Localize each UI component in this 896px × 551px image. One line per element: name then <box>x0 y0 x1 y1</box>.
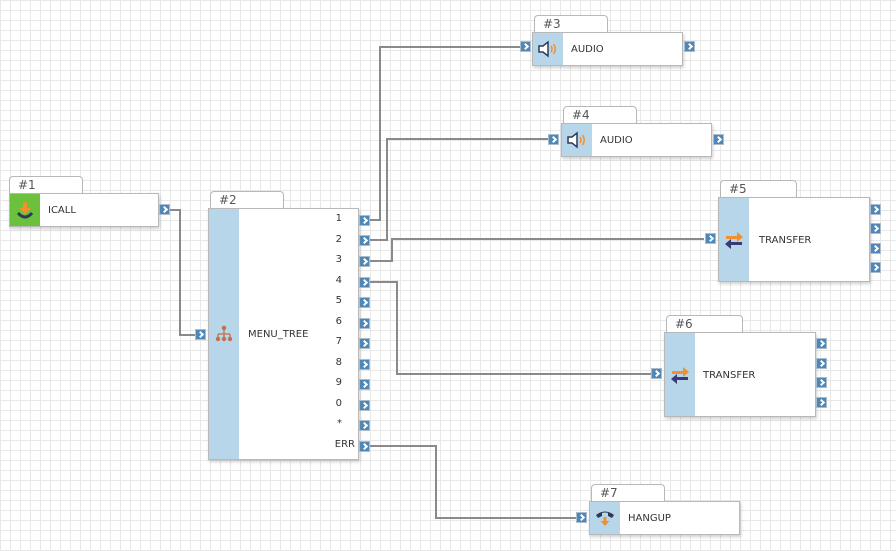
output-port-1[interactable] <box>359 215 370 226</box>
node-id-tab: #4 <box>563 106 637 123</box>
output-label-star: * <box>337 418 342 429</box>
output-port-3[interactable] <box>870 243 881 254</box>
node-body[interactable]: TRANSFER <box>718 197 870 282</box>
node-menu-tree[interactable]: #2 MENU_TREE 1 2 3 4 5 6 7 8 9 0 * ERR <box>195 191 375 463</box>
output-port-4[interactable] <box>816 397 827 408</box>
node-id-tab: #5 <box>720 180 797 197</box>
input-port[interactable] <box>520 41 531 52</box>
node-label: TRANSFER <box>759 235 812 246</box>
output-port-3[interactable] <box>359 256 370 267</box>
node-body[interactable]: HANGUP <box>589 501 740 535</box>
output-port-2[interactable] <box>816 358 827 369</box>
output-port-7[interactable] <box>359 338 370 349</box>
output-port-0[interactable] <box>359 400 370 411</box>
incoming-call-icon <box>10 194 40 226</box>
output-port-1[interactable] <box>870 204 881 215</box>
input-port[interactable] <box>548 134 559 145</box>
output-port-2[interactable] <box>359 235 370 246</box>
speaker-icon <box>533 33 563 65</box>
node-hangup[interactable]: #7 HANGUP <box>575 484 745 536</box>
output-port-9[interactable] <box>359 379 370 390</box>
output-label-4: 4 <box>335 275 342 286</box>
node-id-tab: #1 <box>9 176 83 193</box>
node-id-tab: #6 <box>666 315 743 332</box>
node-body[interactable]: AUDIO <box>532 32 683 66</box>
output-port-6[interactable] <box>359 318 370 329</box>
input-port[interactable] <box>576 512 587 523</box>
node-label: HANGUP <box>628 513 671 524</box>
wire-icall-to-menu <box>169 209 195 336</box>
output-label-6: 6 <box>335 316 342 327</box>
output-port[interactable] <box>159 204 170 215</box>
output-port-err[interactable] <box>359 441 370 452</box>
output-port[interactable] <box>684 41 695 52</box>
node-transfer-5[interactable]: #5 TRANSFER <box>703 180 888 285</box>
output-port-1[interactable] <box>816 338 827 349</box>
transfer-arrows-icon <box>665 333 695 416</box>
node-body[interactable]: AUDIO <box>561 123 712 157</box>
output-label-2: 2 <box>335 234 342 245</box>
node-audio-4[interactable]: #4 AUDIO <box>547 106 727 158</box>
node-icall[interactable]: #1 ICALL <box>9 176 179 228</box>
speaker-icon <box>562 124 592 156</box>
input-port[interactable] <box>651 368 662 379</box>
input-port[interactable] <box>705 233 716 244</box>
node-transfer-6[interactable]: #6 TRANSFER <box>650 315 835 420</box>
output-port-star[interactable] <box>359 420 370 431</box>
output-port-4[interactable] <box>870 262 881 273</box>
output-label-err: ERR <box>334 439 355 450</box>
output-label-0: 0 <box>335 398 342 409</box>
wire-menu-2-to-audio-4 <box>370 138 549 241</box>
hangup-phone-icon <box>590 502 620 534</box>
node-body[interactable]: MENU_TREE <box>208 208 359 460</box>
node-id-tab: #3 <box>534 15 608 32</box>
output-port-2[interactable] <box>870 223 881 234</box>
wire-menu-3-to-transfer-5 <box>370 238 704 262</box>
node-label: TRANSFER <box>703 370 756 381</box>
output-label-3: 3 <box>335 254 342 265</box>
node-id-tab: #7 <box>591 484 665 501</box>
wire-menu-4-to-transfer-6 <box>370 281 651 375</box>
node-body[interactable]: TRANSFER <box>664 332 816 417</box>
output-port[interactable] <box>713 134 724 145</box>
output-port-4[interactable] <box>359 277 370 288</box>
menu-tree-icon <box>209 209 239 459</box>
node-body[interactable]: ICALL <box>9 193 159 227</box>
output-port-8[interactable] <box>359 359 370 370</box>
output-port-3[interactable] <box>816 377 827 388</box>
output-label-9: 9 <box>335 377 342 388</box>
wire-menu-err-to-hangup <box>370 445 577 519</box>
node-label: AUDIO <box>600 135 633 146</box>
output-label-7: 7 <box>335 336 342 347</box>
node-label: AUDIO <box>571 44 604 55</box>
node-label: ICALL <box>48 205 76 216</box>
node-id-tab: #2 <box>210 191 284 208</box>
transfer-arrows-icon <box>719 198 749 281</box>
output-label-1: 1 <box>335 213 342 224</box>
node-audio-3[interactable]: #3 AUDIO <box>519 15 699 67</box>
output-port-5[interactable] <box>359 297 370 308</box>
wire-menu-1-to-audio-3 <box>370 46 521 221</box>
output-label-5: 5 <box>335 295 342 306</box>
node-label: MENU_TREE <box>248 329 309 340</box>
output-label-8: 8 <box>335 357 342 368</box>
input-port[interactable] <box>195 329 206 340</box>
